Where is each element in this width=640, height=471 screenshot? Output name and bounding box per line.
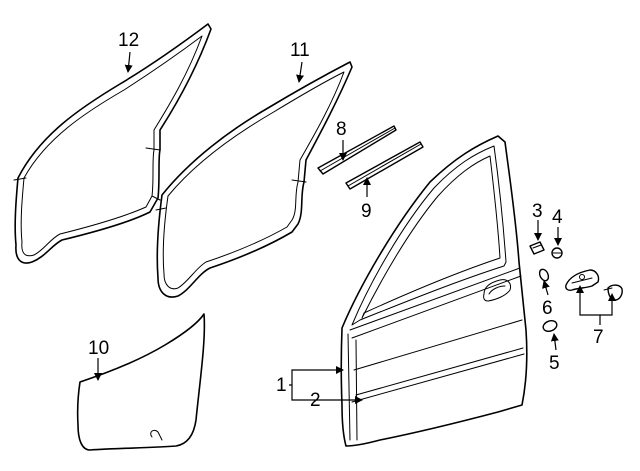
weatherstrip-12 xyxy=(13,23,212,264)
callout-8: 8 xyxy=(336,119,347,140)
part-4-plug xyxy=(551,247,563,259)
part-5-plug xyxy=(542,320,558,332)
callout-10: 10 xyxy=(88,338,109,359)
callout-6: 6 xyxy=(542,298,553,319)
insulator-10 xyxy=(76,313,206,451)
part-3-clip xyxy=(529,241,545,255)
callout-2: 2 xyxy=(310,390,321,411)
weatherstrip-11 xyxy=(155,61,353,298)
callout-12: 12 xyxy=(118,30,139,51)
callout-1: 1 xyxy=(276,375,287,396)
callout-9: 9 xyxy=(361,201,372,222)
callout-11: 11 xyxy=(290,40,310,61)
part-6-plug xyxy=(538,268,550,282)
callout-3: 3 xyxy=(532,201,543,222)
callout-5: 5 xyxy=(549,353,560,374)
belt-molding-8 xyxy=(317,125,397,175)
callout-7: 7 xyxy=(593,327,604,348)
part-7-hinge xyxy=(565,269,623,301)
callout-4: 4 xyxy=(552,207,563,228)
leader-lines xyxy=(94,51,616,404)
door-shell xyxy=(340,135,528,447)
